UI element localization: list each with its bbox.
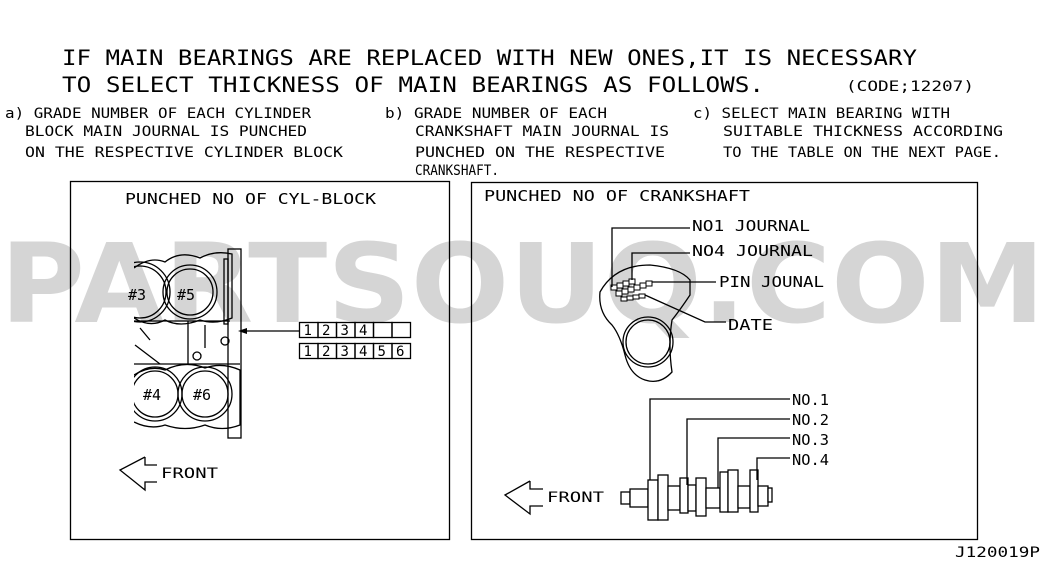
step-c: c) SELECT MAIN BEARING WITH SUITABLE THI… [693,106,1003,161]
crankshaft-panel-title: PUNCHED NO OF CRANKSHAFT [484,187,750,205]
grade-cell: 6 [396,344,404,360]
front-label: FRONT [547,490,605,506]
grade-cell: 4 [359,344,367,360]
callout-date: DATE [728,316,773,334]
grade-cell: 3 [341,323,349,339]
journal-label-no4: NO.4 [792,451,829,469]
leader-line [686,418,790,485]
grade-cell: 1 [304,323,312,339]
leader-line [717,437,790,488]
arrowhead-icon [238,328,247,334]
step-a: a) GRADE NUMBER OF EACH CYLINDER BLOCK M… [5,106,344,161]
figure-code: J120019P [955,545,1040,561]
journal-label-no1: NO.1 [792,391,829,409]
step-b-line: PUNCHED ON THE RESPECTIVE [415,145,665,161]
grade-cell: 1 [304,344,312,360]
leader-line [649,398,790,480]
step-a-line: ON THE RESPECTIVE CYLINDER BLOCK [25,145,344,161]
grade-row-2: 1 2 3 4 5 6 [298,342,412,360]
crankshaft-end-face [599,264,691,383]
header-line-1: IF MAIN BEARINGS ARE REPLACED WITH NEW O… [62,46,917,70]
cylinder-block-panel-title: PUNCHED NO OF CYL-BLOCK [125,190,376,208]
cylinder-label-4: #4 [143,386,161,404]
step-b-line: CRANKSHAFT. [415,163,499,179]
cylinder-label-3: #3 [128,286,146,304]
step-c-line: SUITABLE THICKNESS ACCORDING [723,124,1003,140]
leader-line [644,294,726,323]
grade-row-1: 1 2 3 4 [298,321,412,339]
step-c-line: TO THE TABLE ON THE NEXT PAGE. [723,145,1001,161]
callout-pin-journal: PIN JOUNAL [719,273,824,291]
leader-line [631,252,690,280]
grade-cell: 3 [341,344,349,360]
step-c-line: c) SELECT MAIN BEARING WITH [693,106,950,122]
journal-label-no2: NO.2 [792,411,829,429]
grade-cell: 2 [322,344,330,360]
step-a-line: a) GRADE NUMBER OF EACH CYLINDER [5,106,312,122]
step-b-line: b) GRADE NUMBER OF EACH [385,106,607,122]
cylinder-label-5: #5 [177,286,195,304]
crankshaft-panel: PUNCHED NO OF CRANKSHAFT NO1 JOURNAL NO4… [470,181,979,541]
front-arrow-icon [503,480,543,516]
cylinder-block-drawing: #3 #5 #4 #6 [128,248,242,439]
crankshaft-drawing [620,469,773,521]
front-arrow-icon [118,456,157,492]
grade-cell: 4 [359,323,367,339]
code-reference: (CODE;12207) [846,79,974,95]
leader-line [611,227,690,287]
step-a-line: BLOCK MAIN JOURNAL IS PUNCHED [25,124,307,140]
cylinder-label-6: #6 [193,386,211,404]
grade-cell: 2 [322,323,330,339]
header-line-2: TO SELECT THICKNESS OF MAIN BEARINGS AS … [62,73,764,97]
front-label: FRONT [161,466,219,482]
step-b-line: CRANKSHAFT MAIN JOURNAL IS [415,124,669,140]
grade-cell: 5 [378,344,386,360]
journal-label-no3: NO.3 [792,431,829,449]
leader-line [756,457,790,480]
cylinder-block-panel: PUNCHED NO OF CYL-BLOCK #3 #5 #4 #6 [69,180,451,541]
watermark: PARTSOUQ.COM [0,220,1045,348]
step-b: b) GRADE NUMBER OF EACH CRANKSHAFT MAIN … [385,106,669,179]
callout-no1-journal: NO1 JOURNAL [692,217,810,235]
callout-no4-journal: NO4 JOURNAL [692,242,813,260]
